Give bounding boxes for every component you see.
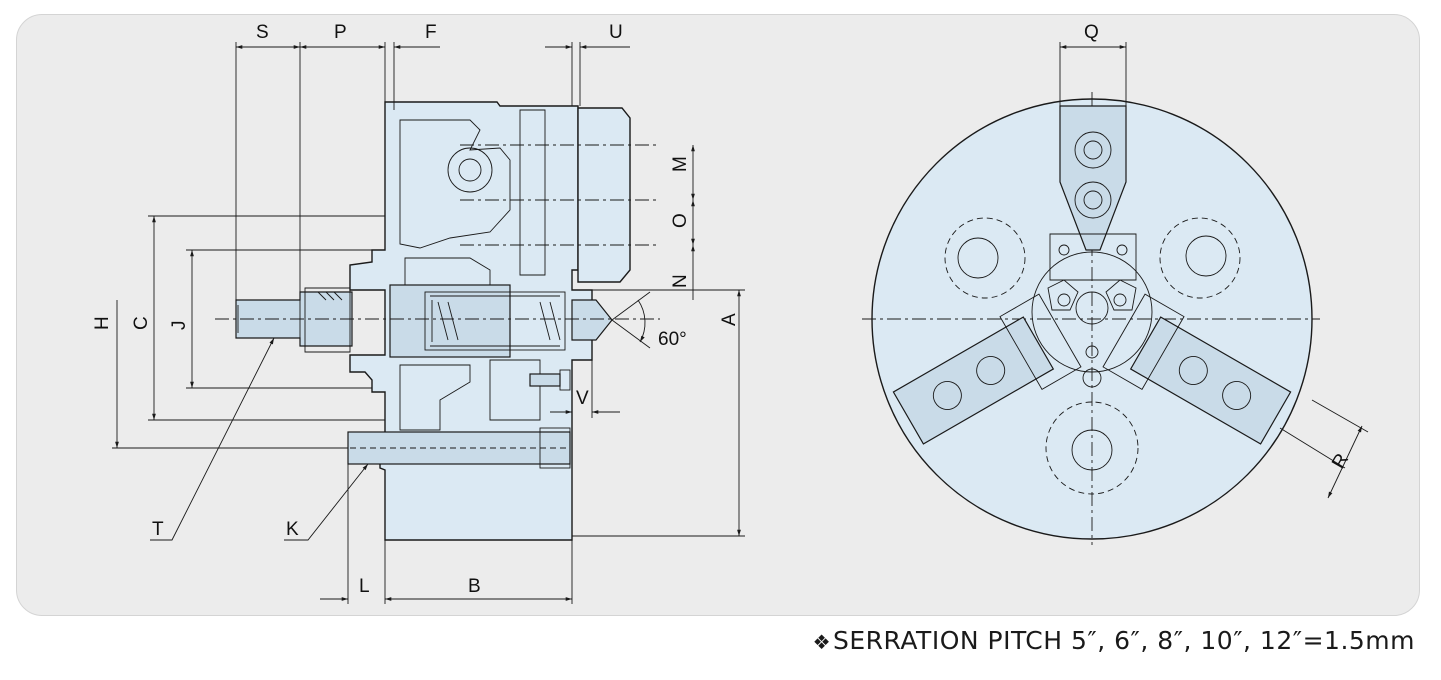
dim-label-l: L bbox=[359, 576, 370, 597]
caption-text: SERRATION PITCH 5″, 6″, 8″, 10″, 12″=1.5… bbox=[833, 626, 1415, 655]
piston bbox=[389, 284, 511, 358]
front-view: Q R bbox=[862, 22, 1369, 545]
dim-label-a: A bbox=[719, 313, 740, 326]
top-jaw bbox=[577, 107, 631, 283]
dim-label-u: U bbox=[609, 22, 623, 43]
dim-label-h: H bbox=[92, 316, 113, 330]
dim-label-t: T bbox=[152, 519, 164, 540]
dim-label-m: M bbox=[670, 156, 691, 172]
angle-label: 60° bbox=[658, 329, 687, 350]
serration-caption: ❖SERRATION PITCH 5″, 6″, 8″, 10″, 12″=1.… bbox=[813, 626, 1415, 655]
center-point bbox=[571, 299, 613, 341]
dim-label-s: S bbox=[256, 22, 269, 43]
side-view: 60° S P F U M O N A bbox=[92, 22, 745, 604]
dim-label-v: V bbox=[576, 388, 589, 409]
jaw-lower-right bbox=[1102, 293, 1292, 445]
jaw-lower-left bbox=[892, 293, 1082, 445]
dim-label-c: C bbox=[131, 316, 152, 330]
dim-label-k: K bbox=[286, 519, 299, 540]
diamond-mark-icon: ❖ bbox=[812, 630, 831, 654]
dim-label-j: J bbox=[169, 321, 190, 331]
dim-label-q: Q bbox=[1084, 22, 1099, 43]
dim-label-f: F bbox=[425, 22, 437, 43]
dim-label-o: O bbox=[670, 213, 691, 228]
dim-label-n: N bbox=[670, 274, 691, 288]
dim-label-p: P bbox=[334, 22, 347, 43]
dim-label-b: B bbox=[468, 576, 481, 597]
